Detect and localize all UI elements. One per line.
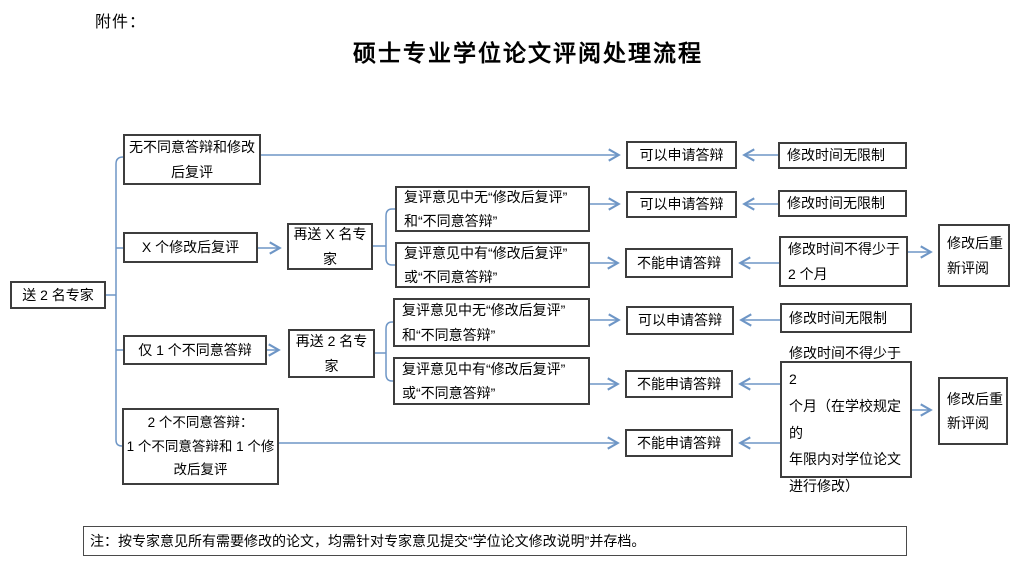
- can-apply-defense-box-1: 可以申请答辩: [626, 141, 737, 169]
- can-apply-defense-box-3: 可以申请答辩: [626, 306, 734, 335]
- no-time-limit-box-2: 修改时间无限制: [778, 190, 907, 217]
- resend-x-experts-box: 再送 X 名专 家: [287, 223, 373, 270]
- note-box: 注：按专家意见所有需要修改的论文，均需针对专家意见提交“学位论文修改说明”并存档…: [83, 526, 907, 556]
- no-disagree-no-revise-box: 无不同意答辩和修改 后复评: [123, 134, 261, 185]
- connector-bracket2-up: [385, 321, 393, 353]
- resend-2-experts-box: 再送 2 名专 家: [288, 329, 375, 378]
- reeval-without-revise-box-1: 复评意见中无“修改后复评” 和“不同意答辩”: [395, 186, 590, 232]
- x-revise-reeval-box: X 个修改后复评: [123, 232, 258, 263]
- connector-bracket1-up: [385, 208, 395, 246]
- page-title: 硕士专业学位论文评阅处理流程: [353, 40, 703, 66]
- min-two-months-within-years-box: 修改时间不得少于 2 个月（在学校规定的 年限内对学位论文 进行修改）: [780, 345, 912, 494]
- cannot-apply-defense-box-2: 不能申请答辩: [625, 370, 733, 398]
- attachment-label: 附件：: [95, 14, 147, 31]
- can-apply-defense-box-2: 可以申请答辩: [626, 191, 737, 218]
- re-review-after-revision-box-2: 修改后重 新评阅: [938, 377, 1008, 445]
- two-disagree-box: 2 个不同意答辩： 1 个不同意答辩和 1 个修 改后复评: [122, 408, 279, 485]
- no-time-limit-box-1: 修改时间无限制: [778, 142, 907, 169]
- send-2-experts-box: 送 2 名专家: [10, 281, 106, 309]
- reeval-with-revise-box-2: 复评意见中有“修改后复评” 或“不同意答辩”: [393, 357, 590, 405]
- min-two-months-box: 修改时间不得少于 2 个月: [779, 236, 908, 287]
- reeval-without-revise-box-2: 复评意见中无“修改后复评” 和“不同意答辩”: [393, 298, 590, 347]
- no-time-limit-box-3: 修改时间无限制: [780, 303, 912, 333]
- cannot-apply-defense-box-3: 不能申请答辩: [625, 429, 733, 457]
- re-review-after-revision-box-1: 修改后重 新评阅: [938, 224, 1010, 287]
- connector-bracket2-down: [385, 353, 393, 382]
- one-disagree-box: 仅 1 个不同意答辩: [123, 335, 267, 365]
- cannot-apply-defense-box-1: 不能申请答辩: [625, 248, 733, 278]
- connector-trunk: [115, 156, 124, 447]
- reeval-with-revise-box-1: 复评意见中有“修改后复评” 或“不同意答辩”: [395, 242, 590, 288]
- connector-bracket1-down: [385, 246, 395, 266]
